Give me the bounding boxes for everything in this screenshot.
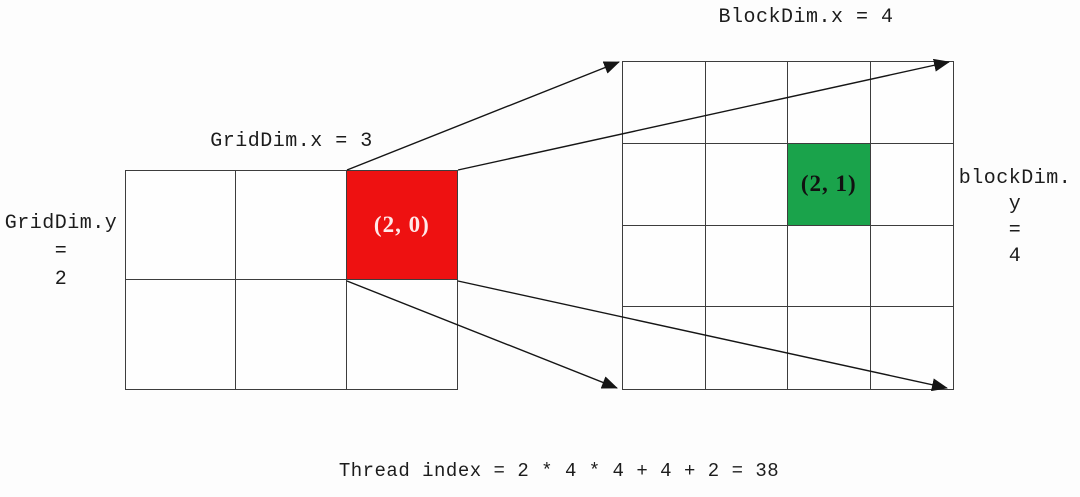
block-dim-y-line3: =	[1008, 219, 1022, 242]
grid-3x2: (2, 0)	[125, 170, 458, 390]
block-cell	[623, 307, 706, 389]
block-cell	[705, 225, 788, 308]
grid-cell	[126, 280, 237, 389]
grid-highlight-label: (2, 0)	[373, 212, 430, 237]
grid-dim-x-label: GridDim.x = 3	[210, 130, 373, 153]
block-4x4: (2, 1)	[622, 61, 954, 390]
thread-index-formula: Thread index = 2 * 4 * 4 + 4 + 2 = 38	[338, 460, 780, 482]
grid-dim-y-label: GridDim.y = 2	[0, 210, 122, 294]
grid-cell	[126, 171, 237, 280]
grid-cell	[347, 280, 457, 389]
block-cell	[870, 144, 953, 226]
block-highlight-cell: (2, 1)	[788, 143, 871, 226]
grid-dim-y-line3: 2	[54, 268, 68, 291]
block-cell	[788, 225, 871, 308]
grid-dim-y-line2: =	[54, 240, 68, 263]
grid-cell	[236, 280, 347, 389]
arrow-top-left	[346, 61, 620, 171]
block-cell	[788, 307, 871, 389]
block-highlight-label: (2, 1)	[800, 171, 857, 197]
block-cell	[705, 62, 788, 144]
block-cell	[623, 143, 706, 226]
block-cell	[705, 143, 788, 226]
grid-highlight-cell: (2, 0)	[346, 171, 457, 280]
block-cell	[623, 225, 706, 308]
block-dim-y-line4: 4	[1008, 245, 1022, 268]
block-dim-y-line1: blockDim.	[958, 167, 1072, 190]
block-cell	[870, 226, 953, 308]
block-cell	[623, 62, 706, 144]
block-dim-x-label: BlockDim.x = 4	[718, 6, 894, 29]
block-dim-y-line2: y	[1008, 193, 1022, 216]
block-cell	[870, 62, 953, 144]
block-cell	[788, 62, 871, 144]
grid-cell	[236, 171, 347, 280]
grid-dim-y-line1: GridDim.y	[4, 212, 118, 235]
block-cell	[871, 307, 954, 389]
block-cell	[706, 307, 788, 389]
block-dim-y-label: blockDim. y = 4	[956, 166, 1074, 270]
